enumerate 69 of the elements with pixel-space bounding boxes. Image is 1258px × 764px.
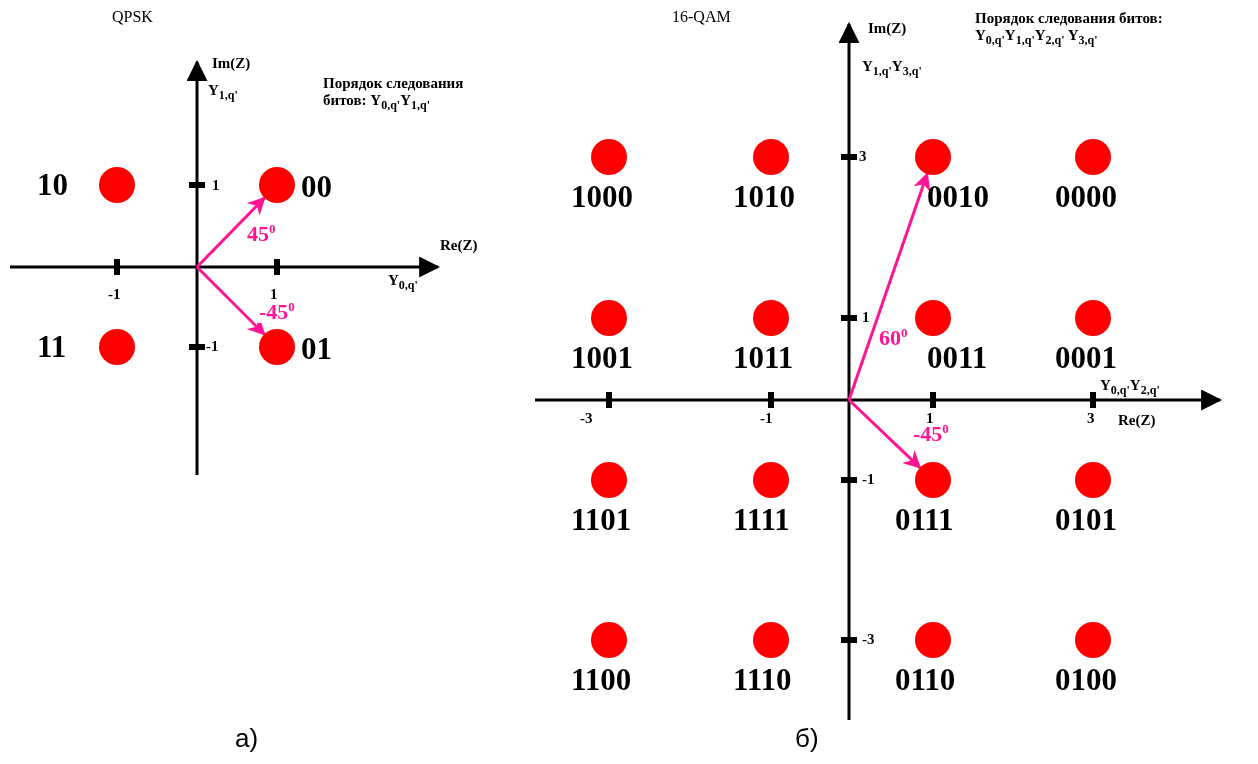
constellation-point bbox=[591, 300, 627, 336]
constellation-point bbox=[1075, 300, 1111, 336]
panel-label: а) bbox=[235, 724, 259, 754]
constellation-point bbox=[99, 167, 135, 203]
constellation-point bbox=[915, 462, 951, 498]
constellation-point bbox=[259, 167, 295, 203]
panel-title: 16-QAM bbox=[672, 8, 731, 27]
axis-label: Y$_{0,q'}$Y$_{2,q'}$ bbox=[1100, 377, 1160, 398]
tick-label: -1 bbox=[862, 471, 875, 489]
bit-label: 0101 bbox=[1055, 504, 1117, 535]
constellation-point bbox=[591, 462, 627, 498]
vector-arrow bbox=[847, 398, 922, 469]
tick-label: 3 bbox=[859, 148, 867, 166]
constellation-point bbox=[753, 139, 789, 175]
tick-label: -3 bbox=[580, 410, 593, 428]
tick-label: -3 bbox=[862, 631, 875, 649]
bit-label: 0000 bbox=[1055, 181, 1117, 212]
bit-label: 11 bbox=[37, 331, 67, 362]
constellation-point bbox=[753, 462, 789, 498]
axis-label: Y$_{0,q'}$ bbox=[388, 272, 418, 293]
constellation-point bbox=[259, 329, 295, 365]
constellation-point bbox=[915, 300, 951, 336]
bit-label: 1010 bbox=[733, 181, 795, 212]
constellation-point bbox=[753, 300, 789, 336]
axis-label: Re(Z) bbox=[440, 237, 478, 255]
tick-label: 3 bbox=[1087, 410, 1095, 428]
bit-label: 1001 bbox=[571, 342, 633, 373]
bit-label: 1011 bbox=[733, 342, 794, 373]
tick-label: 1 bbox=[862, 309, 870, 327]
constellation-point bbox=[1075, 462, 1111, 498]
axis-label: Im(Z) bbox=[868, 20, 907, 38]
tick-label: -1 bbox=[108, 286, 121, 304]
axis-label: Im(Z) bbox=[212, 55, 251, 73]
constellation-point bbox=[915, 139, 951, 175]
tick-label: 1 bbox=[212, 177, 220, 195]
bit-label: 0010 bbox=[927, 181, 989, 212]
bit-label: 01 bbox=[301, 333, 332, 364]
tick-label: -1 bbox=[206, 338, 219, 356]
constellation-point bbox=[1075, 622, 1111, 658]
vector-arrow bbox=[195, 196, 266, 269]
note-text: Порядок следования битов: Y$_{0,q'}$Y$_{1,q'}$Y$_{2,q'}$ Y$_{3,q'}$ bbox=[975, 10, 1164, 49]
axis-label: Y$_{1,q'}$Y$_{3,q'}$ bbox=[862, 58, 922, 79]
constellation-point bbox=[99, 329, 135, 365]
angle-label: -45$^{0}$ bbox=[258, 300, 296, 324]
bit-label: 0011 bbox=[927, 342, 988, 373]
bit-label: 1100 bbox=[571, 664, 632, 695]
panel-label: б) bbox=[795, 724, 819, 754]
note-text: Порядок следования битов: Y$_{0,q'}$Y$_{1,q'}$ bbox=[323, 75, 465, 114]
bit-label: 0100 bbox=[1055, 664, 1117, 695]
bit-label: 1101 bbox=[571, 504, 632, 535]
bit-label: 00 bbox=[301, 171, 332, 202]
bit-label: 1000 bbox=[571, 181, 633, 212]
axis-label: Re(Z) bbox=[1118, 412, 1156, 430]
axis-label: Y$_{1,q'}$ bbox=[208, 82, 238, 103]
constellation-point bbox=[591, 622, 627, 658]
constellation-point bbox=[1075, 139, 1111, 175]
vector-arrow bbox=[195, 265, 266, 336]
tick-label: -1 bbox=[760, 410, 773, 428]
bit-label: 0111 bbox=[895, 504, 954, 535]
bit-label: 1110 bbox=[733, 664, 792, 695]
bit-label: 1111 bbox=[733, 504, 790, 535]
bit-label: 10 bbox=[37, 169, 68, 200]
constellation-point bbox=[753, 622, 789, 658]
bit-label: 0001 bbox=[1055, 342, 1117, 373]
panel-title: QPSK bbox=[112, 8, 153, 27]
constellation-point bbox=[915, 622, 951, 658]
bit-label: 0110 bbox=[895, 664, 956, 695]
vector-arrow bbox=[847, 172, 931, 401]
constellation-point bbox=[591, 139, 627, 175]
